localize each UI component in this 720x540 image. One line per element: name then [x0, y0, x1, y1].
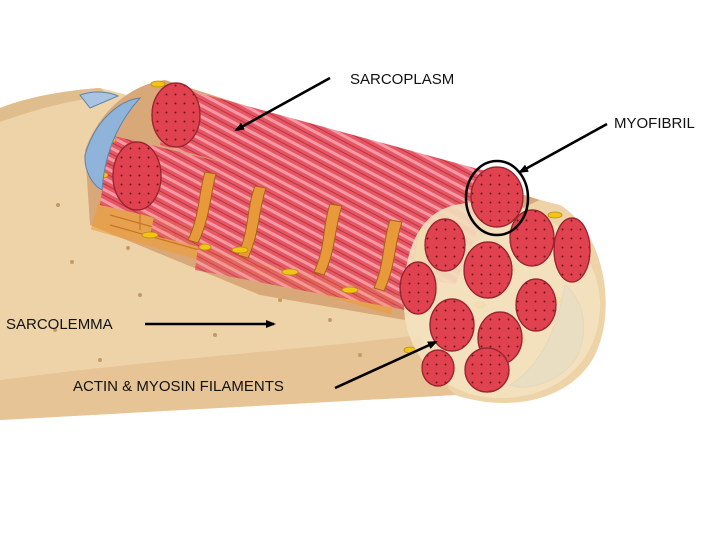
filaments-arrow: [334, 340, 438, 390]
myofibril-highlight-ring: [464, 159, 530, 237]
label-sarcoplasm: SARCOPLASM: [350, 71, 455, 88]
myofibril-arrow: [518, 122, 608, 174]
label-myofibril: MYOFIBRIL: [614, 115, 695, 132]
label-actin-myosin-filaments: ACTIN & MYOSIN FILAMENTS: [73, 378, 284, 395]
pointer-arrows: [145, 76, 608, 390]
myofibril-cross-sections: [112, 82, 601, 399]
sarcoplasm-arrow: [234, 76, 331, 132]
label-sarcolemma: SARCOLEMMA: [6, 316, 113, 333]
